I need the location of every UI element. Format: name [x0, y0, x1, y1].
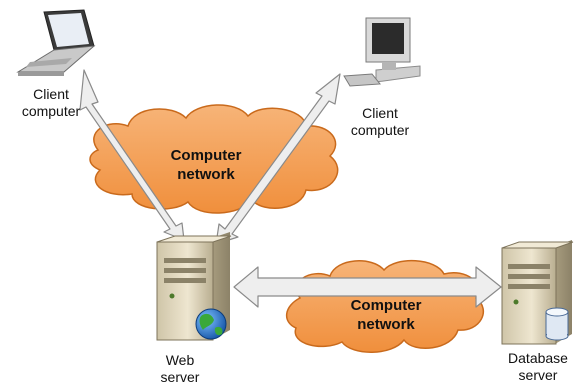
cloud-upper-label: Computer network: [170, 147, 242, 183]
database-cylinder-icon: [545, 307, 569, 341]
database-server-label: Database server: [508, 350, 568, 383]
cloud-upper: [89, 104, 339, 214]
arrow-web-database: [233, 266, 502, 308]
client-laptop-label: Client computer: [21, 86, 81, 119]
web-server-label: Web server: [160, 352, 200, 385]
client-desktop-label: Client computer: [350, 105, 410, 138]
laptop-icon: [16, 9, 96, 76]
desktop-computer-icon: [343, 17, 421, 87]
cloud-lower-label: Computer network: [350, 297, 422, 333]
globe-icon: [195, 308, 227, 340]
